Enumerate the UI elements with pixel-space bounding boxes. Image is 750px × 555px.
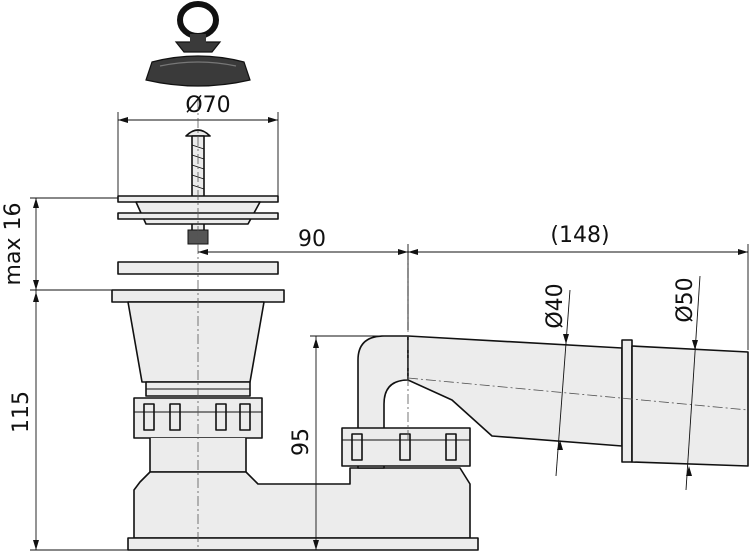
centerlines (197, 100, 749, 550)
trap-body (127, 301, 479, 551)
dimension-d40: Ø40 (543, 283, 571, 477)
dim-label-d70: Ø70 (185, 93, 230, 118)
dim-label-d50: Ø50 (673, 277, 698, 322)
dim-label-90: 90 (298, 227, 326, 252)
outlet-pipe (407, 335, 749, 467)
dimension-d50: Ø50 (673, 275, 701, 491)
outlet-riser (341, 335, 471, 469)
dimension-max16: max 16 (1, 197, 118, 291)
dim-label-148: (148) (550, 223, 609, 248)
dim-label-115: 115 (9, 391, 34, 433)
dimension-115: 115 (9, 290, 128, 551)
dim-label-d40: Ø40 (543, 283, 568, 328)
dimension-95: 95 (289, 335, 384, 550)
dim-label-max16: max 16 (1, 203, 26, 286)
dimension-90-148: 90 (148) (198, 223, 749, 350)
stopper-plug (145, 1, 251, 87)
dim-label-95: 95 (289, 428, 314, 456)
